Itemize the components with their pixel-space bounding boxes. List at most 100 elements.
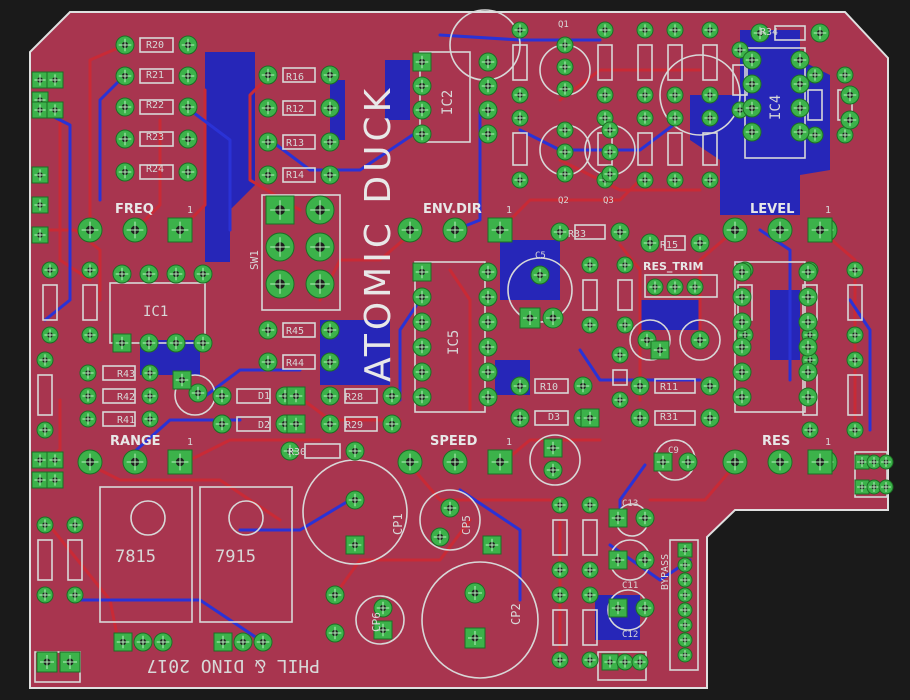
pad-crosshair bbox=[328, 626, 342, 640]
c5-label: C5 bbox=[535, 251, 546, 261]
pad-crosshair bbox=[415, 290, 429, 304]
pad-crosshair bbox=[401, 453, 419, 471]
pad-crosshair bbox=[599, 89, 611, 101]
pad-crosshair bbox=[348, 538, 362, 552]
pad-crosshair bbox=[604, 146, 616, 158]
resistor-outline bbox=[667, 44, 683, 81]
r24-label: R24 bbox=[146, 164, 164, 175]
r21-label: R21 bbox=[146, 70, 164, 81]
ic2-label: IC2 bbox=[440, 90, 456, 115]
pad-crosshair bbox=[801, 315, 815, 329]
pad-crosshair bbox=[546, 441, 560, 455]
pad-crosshair bbox=[619, 656, 631, 668]
resistor-outline bbox=[282, 100, 316, 116]
pad-crosshair bbox=[546, 463, 560, 477]
pad-crosshair bbox=[181, 38, 195, 52]
pad-crosshair bbox=[633, 411, 647, 425]
pad-crosshair bbox=[34, 104, 46, 116]
pad-crosshair bbox=[554, 499, 566, 511]
pad-crosshair bbox=[613, 225, 627, 239]
pad-crosshair bbox=[44, 264, 56, 276]
resistor-outline bbox=[282, 167, 316, 183]
c13-label: C13 bbox=[622, 499, 638, 509]
resistor-outline bbox=[282, 134, 316, 150]
resistor-outline bbox=[597, 44, 613, 81]
resistor-outline bbox=[102, 365, 136, 381]
pad-crosshair bbox=[34, 199, 46, 211]
pad-crosshair bbox=[881, 457, 891, 467]
pad-crosshair bbox=[34, 74, 46, 86]
pad-crosshair bbox=[169, 267, 183, 281]
pad-crosshair bbox=[811, 221, 829, 239]
resistor-outline bbox=[667, 132, 683, 166]
pad-crosshair bbox=[704, 112, 716, 124]
pad-crosshair bbox=[726, 221, 744, 239]
pad-crosshair bbox=[191, 386, 205, 400]
pad-crosshair bbox=[553, 225, 567, 239]
pin1-env: 1 bbox=[506, 205, 512, 216]
sw1-label: SW1 bbox=[248, 250, 261, 270]
pad-crosshair bbox=[559, 168, 571, 180]
pad-crosshair bbox=[261, 323, 275, 337]
pad-crosshair bbox=[640, 333, 654, 347]
pad-crosshair bbox=[523, 311, 537, 325]
pad-crosshair bbox=[481, 103, 495, 117]
pad-crosshair bbox=[704, 89, 716, 101]
resistor-outline bbox=[282, 322, 316, 338]
pad-crosshair bbox=[415, 103, 429, 117]
resistor-outline bbox=[282, 67, 316, 83]
pin1-res: 1 bbox=[825, 437, 831, 448]
pad-crosshair bbox=[82, 413, 94, 425]
pad-crosshair bbox=[49, 454, 61, 466]
pad-crosshair bbox=[638, 553, 652, 567]
resistor-outline bbox=[582, 279, 598, 311]
pad-crosshair bbox=[514, 89, 526, 101]
pad-crosshair bbox=[680, 635, 690, 645]
pad-crosshair bbox=[136, 635, 150, 649]
resistor-outline bbox=[512, 132, 528, 166]
resistor-outline bbox=[664, 235, 686, 251]
resistor-outline bbox=[37, 539, 53, 581]
resistor-outline bbox=[534, 410, 569, 426]
pad-crosshair bbox=[584, 654, 596, 666]
pad-crosshair bbox=[181, 132, 195, 146]
pad-crosshair bbox=[614, 394, 626, 406]
pad-crosshair bbox=[704, 174, 716, 186]
pad-crosshair bbox=[118, 132, 132, 146]
pad-crosshair bbox=[638, 601, 652, 615]
pad-crosshair bbox=[323, 355, 337, 369]
pad-crosshair bbox=[735, 315, 749, 329]
pad-crosshair bbox=[385, 417, 399, 431]
ic4-label: IC4 bbox=[768, 95, 784, 120]
r11-label: R11 bbox=[660, 382, 678, 393]
pad-crosshair bbox=[680, 590, 690, 600]
pad-crosshair bbox=[801, 390, 815, 404]
cp1-label: CP1 bbox=[391, 513, 405, 535]
pad-crosshair bbox=[323, 68, 337, 82]
pad-crosshair bbox=[735, 365, 749, 379]
pad-crosshair bbox=[703, 379, 717, 393]
q2-label: Q2 bbox=[558, 196, 569, 206]
resistor-outline bbox=[139, 164, 174, 180]
pad-crosshair bbox=[753, 26, 767, 40]
pad-crosshair bbox=[680, 545, 690, 555]
pad-crosshair bbox=[481, 79, 495, 93]
pad-crosshair bbox=[669, 112, 681, 124]
pin1-level: 1 bbox=[825, 205, 831, 216]
pin1-freq: 1 bbox=[187, 205, 193, 216]
pad-crosshair bbox=[584, 564, 596, 576]
pad-crosshair bbox=[514, 174, 526, 186]
pad-crosshair bbox=[481, 340, 495, 354]
env-dir-label: ENV.DIR bbox=[423, 202, 482, 217]
pad-crosshair bbox=[270, 274, 290, 294]
resistor-outline bbox=[612, 369, 628, 386]
pad-crosshair bbox=[639, 24, 651, 36]
resistor-outline bbox=[552, 609, 568, 646]
pad-crosshair bbox=[415, 315, 429, 329]
pad-crosshair bbox=[801, 290, 815, 304]
pad-crosshair bbox=[481, 55, 495, 69]
pad-crosshair bbox=[310, 274, 330, 294]
pad-crosshair bbox=[39, 424, 51, 436]
pad-crosshair bbox=[323, 101, 337, 115]
cp5-label: CP5 bbox=[460, 515, 473, 535]
